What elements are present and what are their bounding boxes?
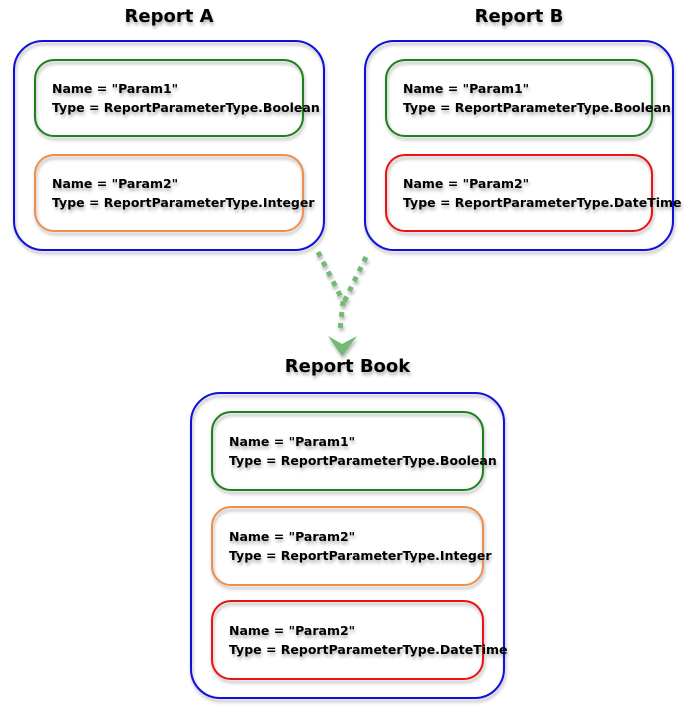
report-a-param2-box: Name = "Param2" Type = ReportParameterTy… — [34, 154, 315, 232]
param-type-line: Type = ReportParameterType.DateTime — [229, 642, 508, 657]
param-name-line: Name = "Param1" — [52, 81, 179, 96]
param-name-line: Name = "Param1" — [229, 434, 356, 449]
param-type-line: Type = ReportParameterType.Boolean — [52, 100, 320, 115]
report-a-title: Report A — [124, 6, 214, 27]
report-a-param1-box: Name = "Param1" Type = ReportParameterTy… — [34, 59, 320, 137]
report-b: Report B Name = "Param1" Type = ReportPa… — [364, 6, 682, 251]
report-book-param3-box: Name = "Param2" Type = ReportParameterTy… — [211, 600, 508, 680]
report-a: Report A Name = "Param1" Type = ReportPa… — [13, 7, 325, 251]
report-book: Report Book Name = "Param1" Type = Repor… — [190, 356, 508, 699]
merge-arrowhead — [328, 336, 357, 356]
merge-arrow-left-line — [315, 250, 346, 331]
param-name-line: Name = "Param2" — [52, 176, 179, 191]
param-type-line: Type = ReportParameterType.Boolean — [229, 453, 497, 468]
param-type-line: Type = ReportParameterType.Integer — [229, 547, 492, 563]
report-b-title: Report B — [474, 6, 564, 27]
param-type-line: Type = ReportParameterType.Boolean — [403, 100, 671, 115]
report-book-param1-box: Name = "Param1" Type = ReportParameterTy… — [211, 411, 497, 491]
param-name-line: Name = "Param2" — [229, 623, 356, 638]
param-name-line: Name = "Param1" — [403, 81, 530, 96]
report-b-container: Name = "Param1" Type = ReportParameterTy… — [364, 40, 682, 251]
param-name-line: Name = "Param2" — [403, 176, 530, 191]
param-type-line: Type = ReportParameterType.DateTime — [403, 195, 682, 210]
param-type-line: Type = ReportParameterType.Integer — [52, 195, 315, 210]
report-a-container: Name = "Param1" Type = ReportParameterTy… — [13, 40, 325, 251]
merge-arrow-icon — [315, 250, 369, 356]
param-name-line: Name = "Param2" — [229, 528, 356, 544]
report-b-param2-box: Name = "Param2" Type = ReportParameterTy… — [385, 154, 682, 232]
report-book-container: Name = "Param1" Type = ReportParameterTy… — [190, 392, 508, 699]
report-book-title: Report Book — [284, 356, 411, 377]
report-book-param2-box: Name = "Param2" Type = ReportParameterTy… — [211, 505, 492, 586]
merge-arrow-right-line — [341, 255, 369, 304]
report-b-param1-box: Name = "Param1" Type = ReportParameterTy… — [385, 59, 671, 137]
